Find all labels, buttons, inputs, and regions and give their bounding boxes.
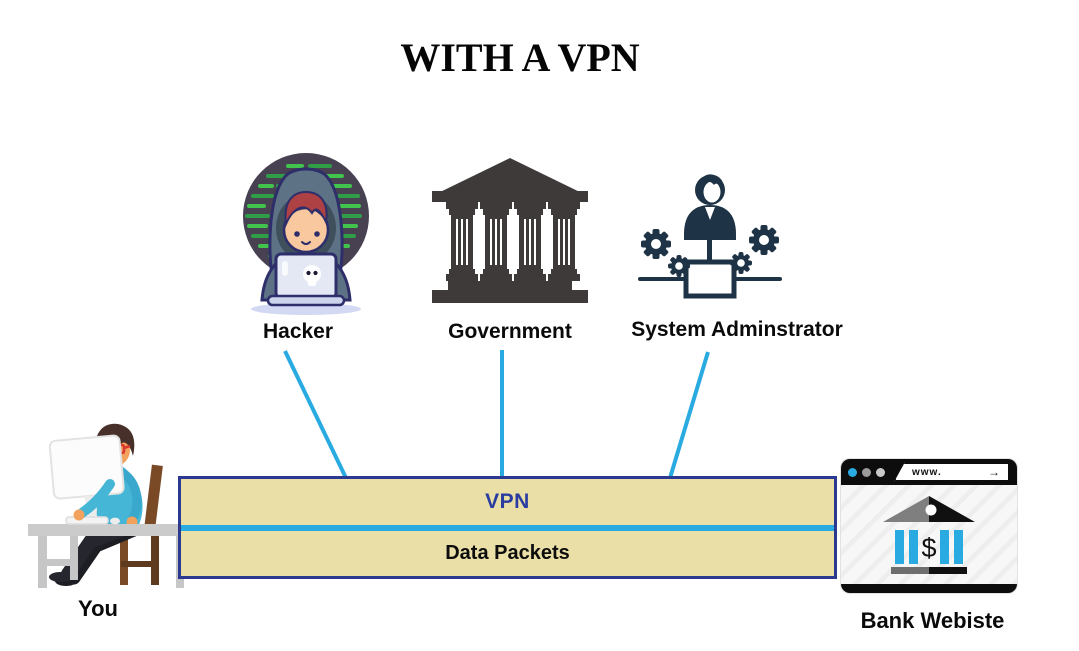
you-label: You — [78, 596, 118, 621]
gear-icon — [749, 225, 779, 255]
column — [446, 202, 478, 281]
vpn-tunnel-label: VPN — [485, 489, 530, 513]
vpn-tunnel: VPN Data Packets — [178, 476, 837, 579]
url-text: www. — [912, 466, 942, 478]
column — [514, 202, 546, 281]
diagram-title: WITH A VPN — [400, 35, 640, 80]
government-building-icon — [432, 158, 588, 303]
government-label: Government — [448, 320, 572, 343]
bank-website-label: Bank Webiste — [860, 608, 1005, 633]
data-packets-label: Data Packets — [445, 541, 570, 564]
hacker-connector-line — [283, 350, 348, 479]
bank-browser-window: www. → $ — [840, 458, 1018, 594]
tunnel-divider-line — [181, 524, 834, 531]
sysadmin-gears-icon — [638, 174, 782, 299]
sysadmin-connector-line — [668, 351, 710, 479]
gear-icon — [730, 252, 752, 274]
go-arrow-icon: → — [988, 465, 1001, 479]
browser-dot-grey — [862, 467, 871, 477]
gear-icon — [668, 255, 690, 277]
browser-body: $ — [841, 485, 1017, 577]
bank-icon: $ — [883, 496, 975, 574]
person-at-desk-icon — [28, 423, 184, 588]
browser-dot-lightgrey — [876, 467, 885, 477]
sysadmin-label: System Adminstrator — [631, 318, 843, 341]
hacker-at-laptop-icon — [243, 153, 369, 315]
dollar-sign: $ — [921, 533, 936, 563]
hacker-label: Hacker — [262, 320, 334, 343]
column — [548, 202, 580, 281]
browser-dot-blue — [848, 467, 857, 477]
browser-bottom-bar — [841, 584, 1017, 593]
column — [480, 202, 512, 281]
gear-icon — [641, 229, 671, 259]
skull-icon — [303, 265, 321, 286]
browser-url-bar: www. → — [894, 462, 1010, 482]
browser-title-bar: www. → — [841, 459, 1017, 485]
